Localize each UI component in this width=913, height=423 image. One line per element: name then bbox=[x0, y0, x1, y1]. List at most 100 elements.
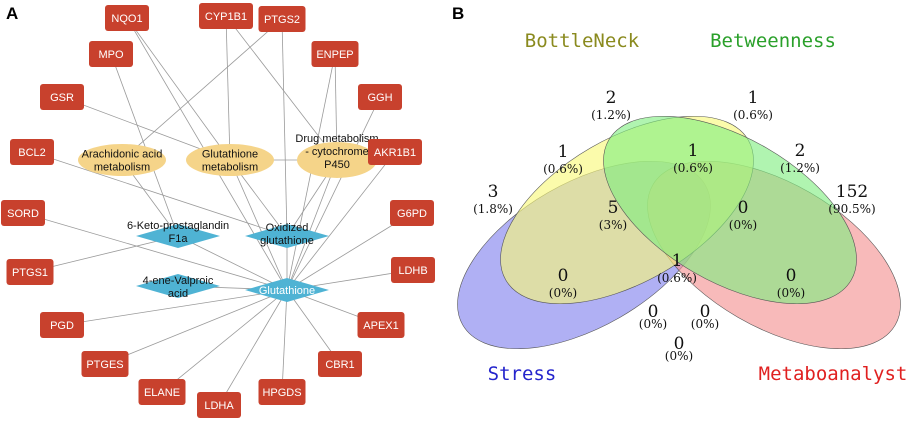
gene-node-sord: SORD bbox=[1, 200, 45, 226]
gene-box bbox=[391, 257, 435, 283]
venn-region: 1(0.6%) bbox=[673, 141, 713, 175]
network-edge bbox=[161, 289, 288, 393]
network-edge bbox=[281, 18, 288, 237]
gene-label: GGH bbox=[367, 92, 392, 104]
venn-region-labels: 2(1.2%)1(0.6%)3(1.8%)152(90.5%)1(0.6%)1(… bbox=[473, 88, 876, 363]
gene-box bbox=[6, 259, 54, 285]
metabolite-label: 4-ene-Valproic bbox=[143, 275, 214, 287]
network-edge bbox=[29, 235, 179, 273]
pathway-label: Drug metabolism bbox=[295, 133, 378, 145]
network-edge bbox=[22, 212, 288, 291]
metabolite-diamond bbox=[245, 278, 329, 302]
panel-a-letter: A bbox=[6, 4, 18, 23]
gene-box bbox=[258, 379, 306, 405]
pathway-label: Arachidonic acid bbox=[82, 149, 163, 161]
gene-label: PTGES bbox=[86, 359, 123, 371]
gene-node-ptges: PTGES bbox=[81, 351, 129, 377]
venn-region: 1(0.6%) bbox=[543, 142, 583, 176]
metabolite-label: 6-Keto-prostaglandin bbox=[127, 220, 229, 232]
gene-node-ggh: GGH bbox=[358, 84, 402, 110]
network-edge bbox=[286, 96, 381, 291]
network-edge bbox=[31, 151, 288, 237]
venn-region-count: 152 bbox=[836, 182, 868, 202]
venn-region-count: 2 bbox=[795, 141, 806, 161]
venn-region: 0(0%) bbox=[729, 198, 757, 232]
venn-title-stress: Stress bbox=[488, 363, 557, 385]
venn-title-betweenness: Betweenness bbox=[710, 30, 836, 52]
gene-box bbox=[1, 200, 45, 226]
panel-b-letter: B bbox=[452, 4, 464, 23]
network-edge bbox=[286, 151, 396, 291]
venn-region-percent: (0%) bbox=[729, 218, 757, 232]
gene-node-g6pd: G6PD bbox=[390, 200, 434, 226]
venn-region-count: 0 bbox=[786, 266, 797, 286]
venn-region: 1(0.6%) bbox=[657, 251, 697, 285]
metabolite-label: F1a bbox=[169, 233, 189, 245]
gene-box bbox=[318, 351, 362, 377]
gene-node-ldha: LDHA bbox=[197, 392, 241, 418]
venn-region-count: 3 bbox=[488, 182, 499, 202]
venn-region-count: 1 bbox=[672, 251, 683, 271]
network-edges bbox=[22, 15, 414, 406]
venn-region: 2(1.2%) bbox=[780, 141, 820, 175]
metabolite-label: Oxidized bbox=[266, 222, 309, 234]
venn-region: 2(1.2%) bbox=[591, 88, 631, 122]
gene-label: GSR bbox=[50, 92, 74, 104]
venn-region-percent: (0.6%) bbox=[657, 271, 697, 285]
gene-box bbox=[138, 379, 186, 405]
gene-node-hpgds: HPGDS bbox=[258, 379, 306, 405]
gene-label: CYP1B1 bbox=[205, 11, 247, 23]
gene-box bbox=[89, 41, 133, 67]
gene-node-ptgs1: PTGS1 bbox=[6, 259, 54, 285]
network-edge bbox=[229, 159, 288, 291]
betweenness-ellipse bbox=[603, 115, 857, 305]
gene-label: CBR1 bbox=[325, 359, 354, 371]
gene-box bbox=[358, 84, 402, 110]
gene-label: LDHB bbox=[398, 265, 427, 277]
gene-box bbox=[258, 6, 306, 32]
metabolite-nodes: 6-Keto-prostaglandinF1aOxidizedglutathio… bbox=[127, 220, 329, 302]
gene-node-bcl2: BCL2 bbox=[10, 139, 54, 165]
network-edge bbox=[281, 289, 288, 393]
venn-region-count: 1 bbox=[688, 141, 699, 161]
gene-box bbox=[199, 3, 253, 29]
gene-label: BCL2 bbox=[18, 147, 46, 159]
venn-region: 0(0%) bbox=[549, 266, 577, 300]
venn-region: 0(0%) bbox=[665, 334, 693, 363]
gene-box bbox=[368, 139, 422, 165]
venn-region-count: 0 bbox=[648, 302, 659, 322]
metabolite-diamond bbox=[136, 224, 220, 248]
pathway-ellipse bbox=[78, 144, 166, 176]
venn-region-percent: (0%) bbox=[691, 317, 719, 331]
venn-region: 1(0.6%) bbox=[733, 88, 773, 122]
network-edge bbox=[126, 17, 231, 161]
gene-label: G6PD bbox=[397, 208, 427, 220]
venn-region-count: 0 bbox=[700, 302, 711, 322]
venn-region-count: 0 bbox=[738, 198, 749, 218]
gene-node-ldhb: LDHB bbox=[391, 257, 435, 283]
venn-region: 152(90.5%) bbox=[828, 182, 875, 216]
gene-box bbox=[81, 351, 129, 377]
metabolite-diamond bbox=[245, 224, 329, 248]
network-edge bbox=[61, 289, 288, 326]
venn-region-count: 2 bbox=[606, 88, 617, 108]
gene-node-cbr1: CBR1 bbox=[318, 351, 362, 377]
venn-region-count: 5 bbox=[608, 198, 619, 218]
gene-label: MPO bbox=[98, 49, 124, 61]
gene-node-gsr: GSR bbox=[40, 84, 84, 110]
gene-node-mpo: MPO bbox=[89, 41, 133, 67]
gene-label: NQO1 bbox=[111, 13, 142, 25]
pathway-label: - cytochrome bbox=[305, 146, 369, 158]
venn-ellipses bbox=[457, 115, 901, 350]
network-edge bbox=[104, 289, 288, 365]
venn-region-percent: (1.2%) bbox=[780, 161, 820, 175]
venn-region-count: 0 bbox=[558, 266, 569, 286]
gene-label: LDHA bbox=[204, 400, 234, 412]
